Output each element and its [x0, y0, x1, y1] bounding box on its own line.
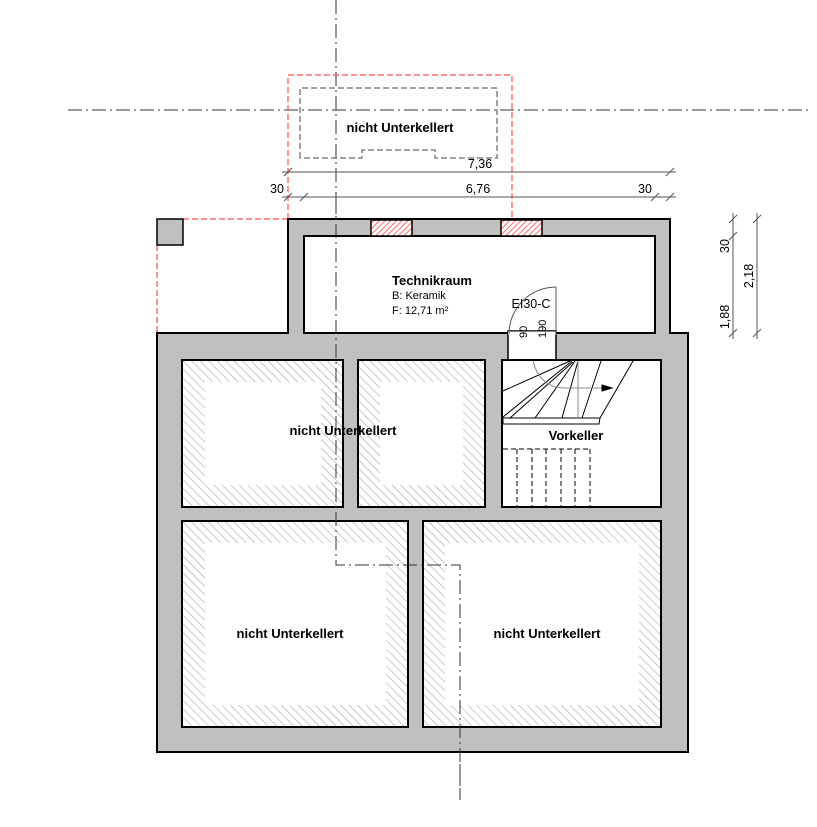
red-demolition-outline	[287, 74, 513, 219]
door-height: 190	[537, 320, 549, 338]
room-label-middle-left: nicht Unterkellert	[290, 423, 398, 438]
dimension-lines	[282, 167, 762, 339]
column	[156, 218, 184, 246]
door-rating: EI30-C	[512, 297, 551, 311]
room-label-top-annex: nicht Unterkellert	[347, 120, 455, 135]
room-area-technikraum: F: 12,71 m²	[392, 305, 449, 317]
room-label-technikraum: Technikraum	[392, 273, 472, 288]
dimension-overall-width: 7,36	[468, 157, 492, 171]
room-label-bottom-left: nicht Unterkellert	[237, 626, 345, 641]
room-label-vorkeller: Vorkeller	[549, 428, 604, 443]
dimension-inner-width: 6,76	[466, 182, 490, 196]
room-vorkeller	[501, 359, 662, 508]
top-annex-outline	[299, 87, 498, 159]
door-swing-icon	[508, 286, 557, 335]
door-width: 90	[518, 326, 530, 338]
room-technikraum	[303, 235, 656, 334]
window-opening	[500, 219, 543, 237]
dimension-wall-left: 30	[270, 182, 284, 196]
dimension-wall-top: 30	[718, 239, 732, 253]
window-opening	[370, 219, 413, 237]
room-label-bottom-right: nicht Unterkellert	[494, 626, 602, 641]
staircase	[502, 360, 634, 507]
dimension-room-depth: 1,88	[718, 305, 732, 329]
dimension-wall-right: 30	[638, 182, 652, 196]
room-floor-technikraum: B: Keramik	[392, 290, 446, 302]
dimension-total-depth: 2,18	[742, 264, 756, 288]
door-opening	[507, 330, 557, 363]
